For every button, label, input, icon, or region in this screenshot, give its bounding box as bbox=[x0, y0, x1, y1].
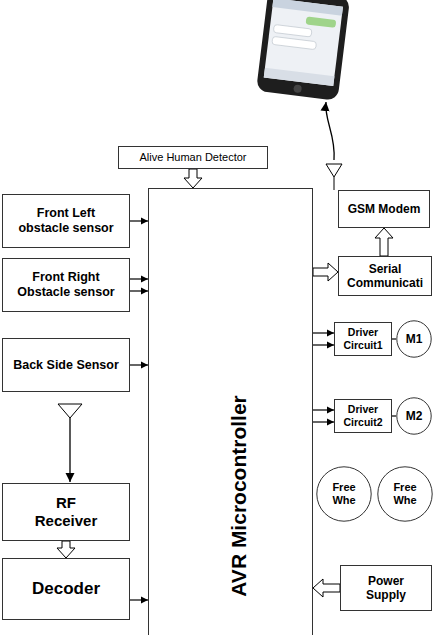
node-label: Alive Human Detector bbox=[140, 151, 247, 164]
signal-line bbox=[130, 278, 148, 279]
receiver-box: RF Receiver bbox=[2, 483, 130, 541]
wireless-arrow bbox=[326, 102, 334, 160]
phone-screen bbox=[264, 0, 343, 86]
home-button bbox=[293, 84, 302, 93]
circle-outline bbox=[397, 321, 431, 357]
node-label: Front Left obstacle sensor bbox=[11, 206, 121, 236]
phone-body bbox=[256, 0, 350, 101]
wheel-circle: Free Whe bbox=[377, 466, 433, 522]
serial-box: Serial Communicati bbox=[338, 256, 432, 296]
node-label: RF Receiver bbox=[26, 494, 106, 530]
signal-line bbox=[130, 599, 148, 600]
signal-line bbox=[392, 415, 396, 416]
node-label: Decoder bbox=[32, 579, 100, 599]
node-label: Front Right Obstacle sensor bbox=[11, 270, 121, 300]
phone-input-bar bbox=[264, 68, 335, 86]
message-bubble bbox=[272, 36, 317, 49]
antenna-wire bbox=[334, 177, 335, 190]
node-label: Power Supply bbox=[361, 574, 411, 603]
driver-box: Driver Circuit2 bbox=[334, 399, 392, 433]
driver-box: Driver Circuit1 bbox=[334, 322, 392, 356]
sensor-box: Front Left obstacle sensor bbox=[2, 194, 130, 248]
antenna-symbol bbox=[58, 404, 82, 418]
phone-bar bbox=[272, 0, 343, 16]
circle-outline bbox=[397, 398, 431, 434]
block-arrow bbox=[57, 541, 75, 558]
circle-outline bbox=[378, 467, 432, 521]
sensor-box: Front Right Obstacle sensor bbox=[2, 258, 130, 312]
signal-line bbox=[130, 290, 148, 291]
signal-line bbox=[313, 409, 334, 410]
node-label: GSM Modem bbox=[348, 202, 421, 216]
message-bubble bbox=[273, 24, 312, 37]
signal-line bbox=[392, 338, 396, 339]
vertical-title: AVR Microcontroller bbox=[226, 395, 251, 596]
signal-line bbox=[313, 421, 334, 422]
message-bubble bbox=[306, 16, 337, 28]
node-label: Back Side Sensor bbox=[13, 358, 119, 373]
smartphone bbox=[256, 0, 350, 101]
block-arrow bbox=[375, 228, 393, 256]
node-label: Driver Circuit1 bbox=[339, 326, 387, 351]
block-arrow bbox=[184, 169, 202, 188]
detector-box: Alive Human Detector bbox=[118, 146, 268, 169]
antenna-symbol bbox=[326, 164, 342, 177]
node-label: M1 bbox=[406, 332, 423, 346]
motor-circle: M2 bbox=[396, 397, 432, 435]
circle-outline bbox=[317, 467, 371, 521]
block-arrow bbox=[313, 263, 338, 281]
signal-line bbox=[130, 364, 148, 365]
microcontroller-box: AVR Microcontroller bbox=[148, 188, 313, 635]
node-label: Serial Communicati bbox=[343, 262, 427, 291]
sensor-box: Back Side Sensor bbox=[2, 338, 130, 392]
node-label: Free Whe bbox=[329, 481, 359, 507]
power-box: Power Supply bbox=[340, 565, 432, 611]
signal-line bbox=[130, 220, 148, 221]
motor-circle: M1 bbox=[396, 320, 432, 358]
node-label: Driver Circuit2 bbox=[339, 403, 387, 428]
node-label: Free Whe bbox=[390, 481, 420, 507]
block-arrow bbox=[313, 579, 340, 597]
decoder-box: Decoder bbox=[2, 558, 130, 620]
antenna-wire bbox=[69, 418, 70, 482]
node-label: M2 bbox=[406, 409, 423, 423]
signal-line bbox=[313, 332, 334, 333]
signal-line bbox=[313, 344, 334, 345]
modem-box: GSM Modem bbox=[338, 190, 430, 228]
wheel-circle: Free Whe bbox=[316, 466, 372, 522]
